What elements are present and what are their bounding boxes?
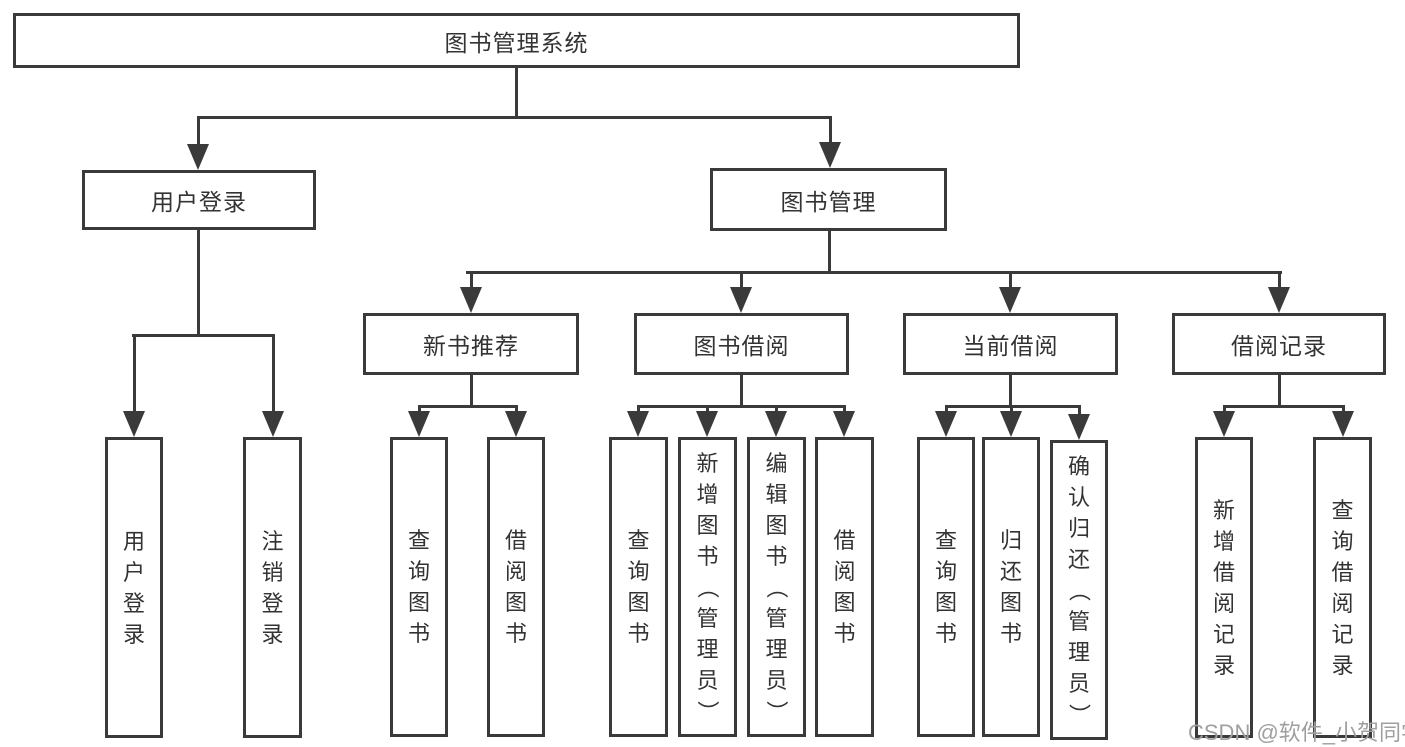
connector-line — [1223, 405, 1226, 415]
arrow-down-icon — [833, 411, 855, 437]
arrow-down-icon — [460, 287, 482, 313]
arrow-down-icon — [696, 411, 718, 437]
arrow-down-icon — [1213, 411, 1235, 437]
arrow-down-icon — [408, 411, 430, 437]
connector-line — [466, 271, 1282, 274]
arrow-down-icon — [505, 411, 527, 437]
arrow-down-icon — [262, 411, 284, 437]
leaf-query-book-1: 查询图书 — [390, 437, 448, 737]
connector-line — [828, 231, 831, 274]
arrow-down-icon — [187, 144, 209, 170]
connector-line — [197, 117, 200, 147]
connector-line — [272, 334, 275, 414]
leaf-query-book-3: 查询图书 — [917, 437, 975, 737]
connector-line — [1342, 405, 1345, 415]
connector-line — [740, 375, 743, 408]
leaf-edit-book-admin: 编辑图书（管理员） — [747, 437, 806, 737]
connector-line — [132, 334, 274, 337]
node-borrow-record: 借阅记录 — [1172, 313, 1386, 375]
connector-line — [775, 405, 778, 415]
connector-line — [1009, 271, 1012, 291]
connector-line — [1078, 405, 1081, 417]
arrow-down-icon — [999, 287, 1021, 313]
leaf-logout: 注销登录 — [243, 437, 302, 738]
connector-line — [197, 230, 200, 337]
connector-line — [843, 405, 846, 415]
connector-line — [470, 375, 473, 408]
csdn-watermark: CSDN @软件_小贺同学 — [1188, 720, 1405, 745]
arrow-down-icon — [765, 411, 787, 437]
node-library-management-system: 图书管理系统 — [13, 13, 1020, 68]
leaf-borrow-book-2: 借阅图书 — [815, 437, 874, 737]
leaf-borrow-book-1: 借阅图书 — [487, 437, 545, 737]
connector-line — [1278, 375, 1281, 408]
arrow-down-icon — [730, 287, 752, 313]
connector-line — [133, 334, 136, 414]
arrow-down-icon — [1332, 411, 1354, 437]
connector-line — [470, 271, 473, 291]
arrow-down-icon — [1268, 287, 1290, 313]
connector-line — [197, 116, 832, 119]
arrow-down-icon — [1000, 411, 1022, 437]
connector-line — [945, 405, 1081, 408]
connector-line — [1009, 375, 1012, 408]
connector-line — [637, 405, 846, 408]
arrow-down-icon — [1068, 414, 1090, 440]
node-book-management: 图书管理 — [710, 168, 947, 231]
connector-line — [418, 405, 518, 408]
connector-line — [1010, 405, 1013, 415]
connector-line — [829, 117, 832, 145]
arrow-down-icon — [935, 411, 957, 437]
leaf-add-book-admin: 新增图书（管理员） — [678, 437, 737, 737]
connector-line — [706, 405, 709, 415]
node-user-login: 用户登录 — [82, 170, 316, 230]
leaf-user-login: 用户登录 — [105, 437, 163, 738]
node-new-book-recommend: 新书推荐 — [363, 313, 579, 375]
connector-line — [515, 405, 518, 415]
connector-line — [1223, 405, 1344, 408]
node-current-borrow: 当前借阅 — [903, 313, 1118, 375]
arrow-down-icon — [627, 411, 649, 437]
connector-line — [637, 405, 640, 415]
connector-line — [945, 405, 948, 415]
leaf-query-borrow-record: 查询借阅记录 — [1313, 437, 1372, 738]
arrow-down-icon — [819, 142, 841, 168]
leaf-add-borrow-record: 新增借阅记录 — [1195, 437, 1253, 738]
leaf-confirm-return-admin: 确认归还（管理员） — [1050, 440, 1108, 740]
connector-line — [418, 405, 421, 415]
arrow-down-icon — [123, 411, 145, 437]
connector-line — [1278, 271, 1281, 291]
leaf-return-book: 归还图书 — [982, 437, 1040, 737]
connector-line — [515, 68, 518, 119]
leaf-query-book-2: 查询图书 — [609, 437, 668, 737]
node-book-borrow: 图书借阅 — [634, 313, 849, 375]
connector-line — [740, 271, 743, 291]
